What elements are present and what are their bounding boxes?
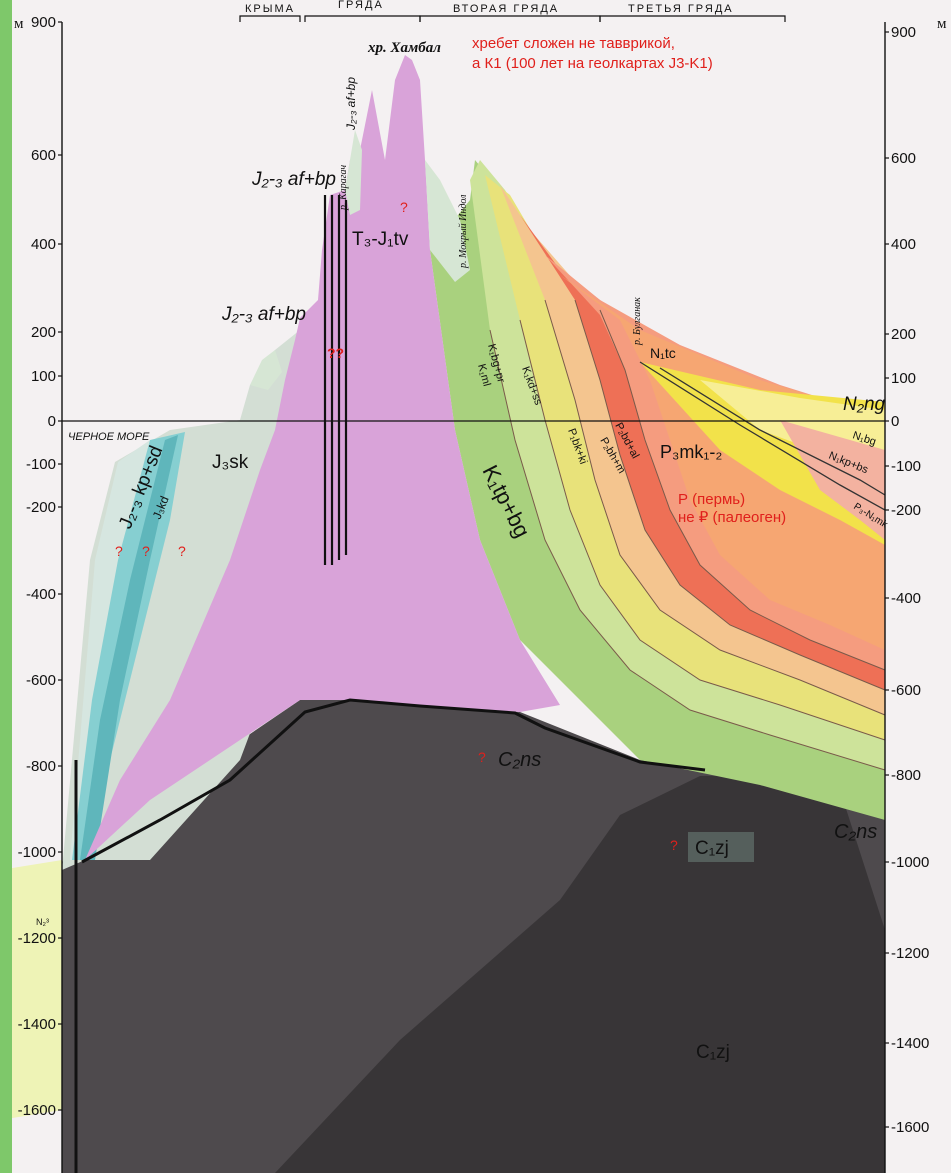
perm-note-line1: Р (пермь) [678, 491, 745, 508]
peak-note-line2: а К1 (100 лет на геолкартах J3-K1) [472, 55, 713, 72]
peak-note-line1: хребет сложен не тавврикой, [472, 35, 675, 52]
sea-label: ЧЕРНОЕ МОРЕ [68, 431, 150, 443]
right-axis-tick-label: 900 [891, 24, 916, 41]
formation-label: T₃-J₁tv [352, 229, 409, 250]
right-axis-tick-label: -1000 [891, 854, 929, 871]
header-segment: ГРЯДА [338, 0, 384, 11]
right-axis-unit: м [937, 16, 947, 32]
left-axis-tick-label: -100 [26, 456, 56, 473]
layer-c1zj [275, 775, 885, 1173]
header-segment: ВТОРАЯ ГРЯДА [453, 3, 559, 15]
left-axis-tick-label: -1400 [18, 1016, 56, 1033]
right-axis-tick-label: -1600 [891, 1119, 929, 1136]
right-axis-tick-label: -800 [891, 767, 921, 784]
right-axis-tick-label: 400 [891, 236, 916, 253]
left-margin-strip [0, 0, 12, 1173]
right-axis-tick-label: -1200 [891, 945, 929, 962]
right-axis-tick-label: 100 [891, 370, 916, 387]
right-axis-tick-label: -1400 [891, 1035, 929, 1052]
right-axis-tick-label: -100 [891, 458, 921, 475]
left-axis-tick-label: 100 [31, 368, 56, 385]
c2-top-boundary [81, 698, 706, 864]
peak-name: хр. Хамбал [367, 40, 441, 56]
left-axis-tick-label: 900 [31, 14, 56, 31]
right-axis-tick-label: 200 [891, 326, 916, 343]
left-axis-tick-label: -1600 [18, 1102, 56, 1119]
layer-t3j1tv-violet [85, 55, 560, 860]
question-mark: ? [178, 543, 186, 559]
formation-label: P₃mk₁-₂ [660, 442, 722, 462]
question-marks: ?? [327, 345, 344, 361]
formation-label: J₃sk [212, 452, 249, 473]
contact-line [519, 319, 886, 741]
formation-label: J₂-₃ af+bp [221, 304, 306, 325]
c1zj-highlight-box [688, 832, 754, 862]
layer-j23-afbp-strip [345, 130, 362, 215]
formation-label: C₂ns [498, 749, 541, 771]
formation-label: J₂-₃ af+bp [251, 169, 336, 190]
layer-j23-afbp-strip [250, 350, 282, 390]
perm-note-line2: не ₽ (палеоген) [678, 509, 786, 526]
left-axis-tick-label: -800 [26, 758, 56, 775]
formation-label: N₁tc [650, 345, 676, 361]
left-axis-tick-label: -1000 [18, 844, 56, 861]
right-axis-ticks: 900 600 400 200 100 0 -100 -200 -400 -600 -800 -100… [885, 24, 929, 1136]
left-axis-tick-label: 600 [31, 147, 56, 164]
formation-label: N₂³ [36, 917, 49, 927]
layer-teal-dark [80, 435, 178, 860]
formation-label: J₂-₃ af+bp [344, 77, 358, 131]
river-label: р. Мокрый Индол [458, 194, 469, 269]
formation-label: C₁zj [696, 1042, 730, 1063]
left-axis-tick-label: 400 [31, 236, 56, 253]
left-axis-ticks: 900 600 400 200 100 0 -100 -200 -400 -600 -800 -100… [18, 14, 62, 1119]
contact-line [659, 367, 886, 496]
formation-label: K₁ml [475, 363, 492, 388]
question-mark: ? [478, 749, 486, 765]
fault-lines [323, 195, 348, 565]
left-axis-tick-label: -600 [26, 672, 56, 689]
right-axis-tick-label: -200 [891, 502, 921, 519]
right-axis-tick-label: -400 [891, 590, 921, 607]
contact-line [599, 309, 886, 671]
left-axis-tick-label: -400 [26, 586, 56, 603]
question-mark: ? [670, 837, 678, 853]
formation-label: C₂ns [834, 821, 877, 843]
left-axis-tick-label: -200 [26, 499, 56, 516]
layer-p3mk-orange [560, 275, 885, 650]
right-axis-tick-label: -600 [891, 682, 921, 699]
contact-line [639, 361, 886, 511]
right-axis-tick-label: 600 [891, 150, 916, 167]
right-axis-tick-label: 0 [891, 413, 899, 430]
left-axis-unit: м [14, 16, 24, 32]
question-mark: ? [115, 543, 123, 559]
contact-line [544, 299, 886, 716]
formation-label: C₁zj [695, 838, 729, 859]
contact-line [489, 329, 886, 771]
contact-line [574, 299, 886, 691]
question-mark: ? [142, 543, 150, 559]
header-segment: КРЫМА [245, 3, 295, 15]
question-mark: ? [400, 199, 408, 215]
left-axis-tick-label: 200 [31, 324, 56, 341]
river-label: р. Карагач [338, 165, 349, 211]
ridge-header [239, 15, 786, 22]
left-axis-tick-label: 0 [48, 413, 56, 430]
left-axis-tick-label: -1200 [18, 930, 56, 947]
layer-j23-afbp-strip [425, 160, 470, 282]
river-label: р. Булганак [632, 297, 643, 346]
header-segment: ТРЕТЬЯ ГРЯДА [628, 3, 734, 15]
layer-n2-yellow [0, 860, 62, 1120]
formation-label: N₂ng [843, 394, 886, 415]
